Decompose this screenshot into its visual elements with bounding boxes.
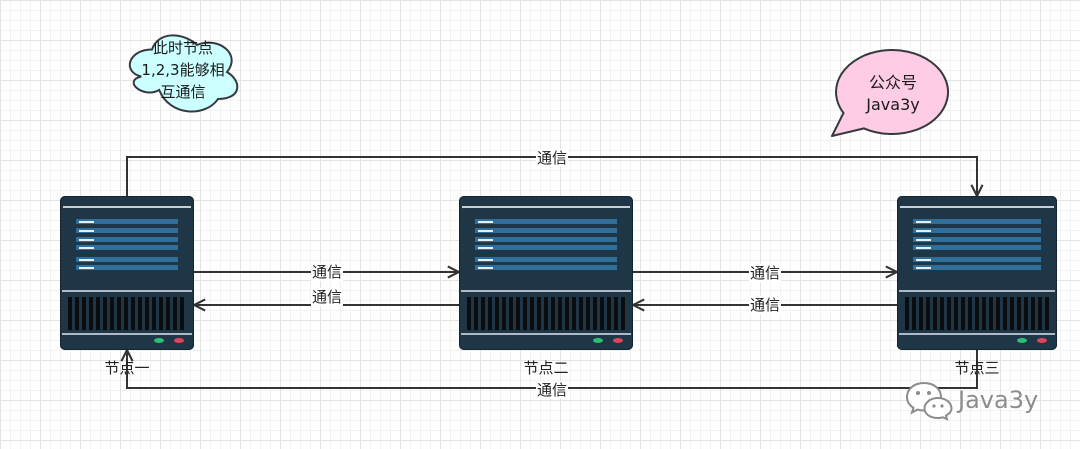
drive-bay xyxy=(913,219,1041,224)
cloud-shape xyxy=(128,34,239,113)
drive-indicator xyxy=(478,238,493,241)
drive-bay xyxy=(475,228,617,233)
drive-bay xyxy=(76,257,178,262)
status-light-green xyxy=(1017,338,1027,343)
drive-bay xyxy=(76,265,178,270)
edge-label-node1-to-node2: 通信 xyxy=(310,263,344,281)
vent-grille xyxy=(467,297,625,330)
edge-label-node1-to-node3: 通信 xyxy=(535,149,569,167)
node-label-2: 节点二 xyxy=(523,359,569,377)
wechat-icon xyxy=(905,381,953,421)
drive-bay xyxy=(475,245,617,250)
drive-bay xyxy=(475,219,617,224)
drive-indicator xyxy=(916,258,931,261)
status-light-red xyxy=(613,338,623,343)
server-divider xyxy=(461,290,631,292)
server-divider xyxy=(899,290,1055,292)
node-label-1: 节点一 xyxy=(104,359,150,377)
drive-bay xyxy=(913,245,1041,250)
server-divider xyxy=(62,290,192,292)
callout-line-2: Java3y xyxy=(865,95,919,114)
drive-indicator xyxy=(478,246,493,249)
server-top-rail xyxy=(63,206,191,208)
drive-indicator xyxy=(79,266,94,269)
drive-bay xyxy=(913,228,1041,233)
server-divider xyxy=(899,333,1055,335)
edge-label-node2-to-node3: 通信 xyxy=(748,264,782,282)
server-node-3 xyxy=(897,196,1057,350)
note-cloud: 此时节点 1,2,3能够相 互通信 xyxy=(128,34,239,113)
watermark-text: Java3y xyxy=(958,386,1039,414)
server-top-rail xyxy=(900,206,1054,208)
drive-indicator xyxy=(478,220,493,223)
drive-indicator xyxy=(79,229,94,232)
callout-line-1: 公众号 xyxy=(869,73,917,92)
drive-indicator xyxy=(79,246,94,249)
node-label-3: 节点三 xyxy=(954,359,1000,377)
drive-indicator xyxy=(478,258,493,261)
drive-indicator xyxy=(916,266,931,269)
drive-bay xyxy=(76,219,178,224)
note-line-1: 此时节点 xyxy=(153,39,213,57)
speech-callout: 公众号 Java3y xyxy=(831,49,950,137)
drive-bay xyxy=(913,265,1041,270)
server-node-2 xyxy=(459,196,633,350)
note-line-2: 1,2,3能够相 xyxy=(141,61,224,79)
server-node-1 xyxy=(60,196,194,350)
drive-bay xyxy=(76,237,178,242)
drive-indicator xyxy=(478,266,493,269)
drive-bay xyxy=(76,245,178,250)
drive-indicator xyxy=(478,229,493,232)
callout-shape xyxy=(831,49,950,137)
edge-label-node2-to-node1: 通信 xyxy=(310,288,344,306)
drive-indicator xyxy=(79,238,94,241)
server-divider xyxy=(62,333,192,335)
note-line-3: 互通信 xyxy=(160,83,205,101)
drive-indicator xyxy=(79,220,94,223)
drive-indicator xyxy=(916,229,931,232)
drive-bay xyxy=(913,237,1041,242)
drive-indicator xyxy=(916,220,931,223)
drive-bay xyxy=(475,237,617,242)
edge-label-node3-to-node1: 通信 xyxy=(535,381,569,399)
status-light-red xyxy=(174,338,184,343)
drive-bay xyxy=(913,257,1041,262)
drive-indicator xyxy=(79,258,94,261)
server-top-rail xyxy=(462,206,630,208)
vent-grille xyxy=(905,297,1049,330)
drive-bay xyxy=(76,228,178,233)
status-light-green xyxy=(154,338,164,343)
drive-bay xyxy=(475,265,617,270)
drive-bay xyxy=(475,257,617,262)
status-light-red xyxy=(1037,338,1047,343)
drive-indicator xyxy=(916,246,931,249)
server-divider xyxy=(461,333,631,335)
status-light-green xyxy=(593,338,603,343)
drive-indicator xyxy=(916,238,931,241)
edge-label-node3-to-node2: 通信 xyxy=(748,296,782,314)
vent-grille xyxy=(68,297,186,330)
